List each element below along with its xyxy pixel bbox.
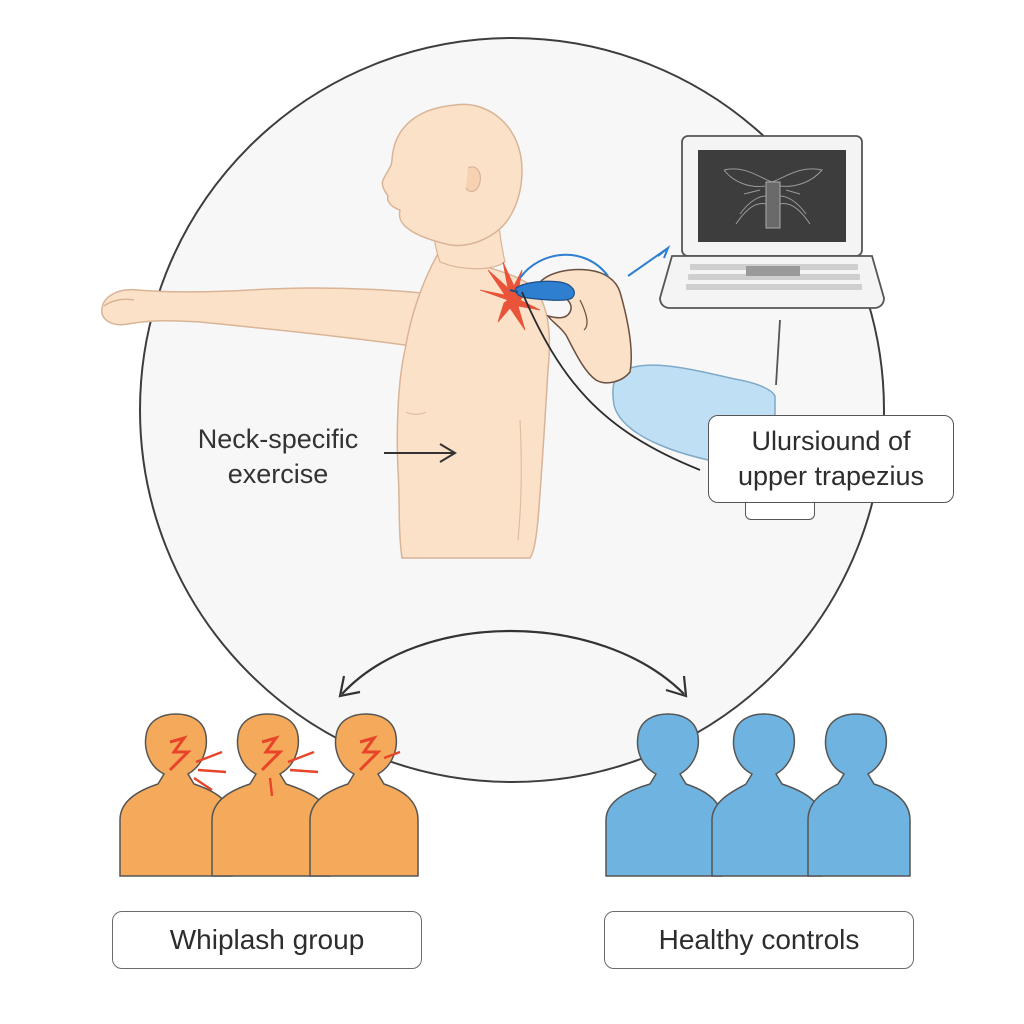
whiplash-group-label: Whiplash group <box>112 911 422 969</box>
healthy-person-1 <box>605 713 723 877</box>
whiplash-person-2 <box>211 713 331 877</box>
probe-cable <box>521 291 701 471</box>
healthy-group-figures <box>605 713 911 877</box>
laptop-icon <box>659 135 885 309</box>
laptop-connector <box>775 319 781 386</box>
ultrasound-label-line1: Ulursiound of <box>751 425 911 456</box>
exercise-label-line2: exercise <box>228 459 329 489</box>
healthy-person-2 <box>711 713 823 877</box>
exercise-arrow <box>384 443 457 463</box>
ultrasound-callout: Ulursiound of upper trapezius <box>708 415 954 503</box>
exercise-label-line1: Neck-specific <box>198 424 359 454</box>
ultrasound-image <box>723 168 823 229</box>
callout-tab <box>745 500 815 520</box>
comparison-arrow <box>338 630 688 698</box>
healthy-person-3 <box>807 713 911 877</box>
healthy-controls-label: Healthy controls <box>604 911 914 969</box>
whiplash-person-3 <box>309 713 419 877</box>
ultrasound-probe-icon <box>509 280 575 301</box>
whiplash-group-figures <box>119 713 419 877</box>
probe-arc <box>519 253 609 279</box>
keyboard <box>686 264 862 290</box>
whiplash-person-1 <box>119 713 233 877</box>
patient-figure <box>101 103 551 559</box>
ultrasound-label-line2: upper trapezius <box>737 461 925 491</box>
